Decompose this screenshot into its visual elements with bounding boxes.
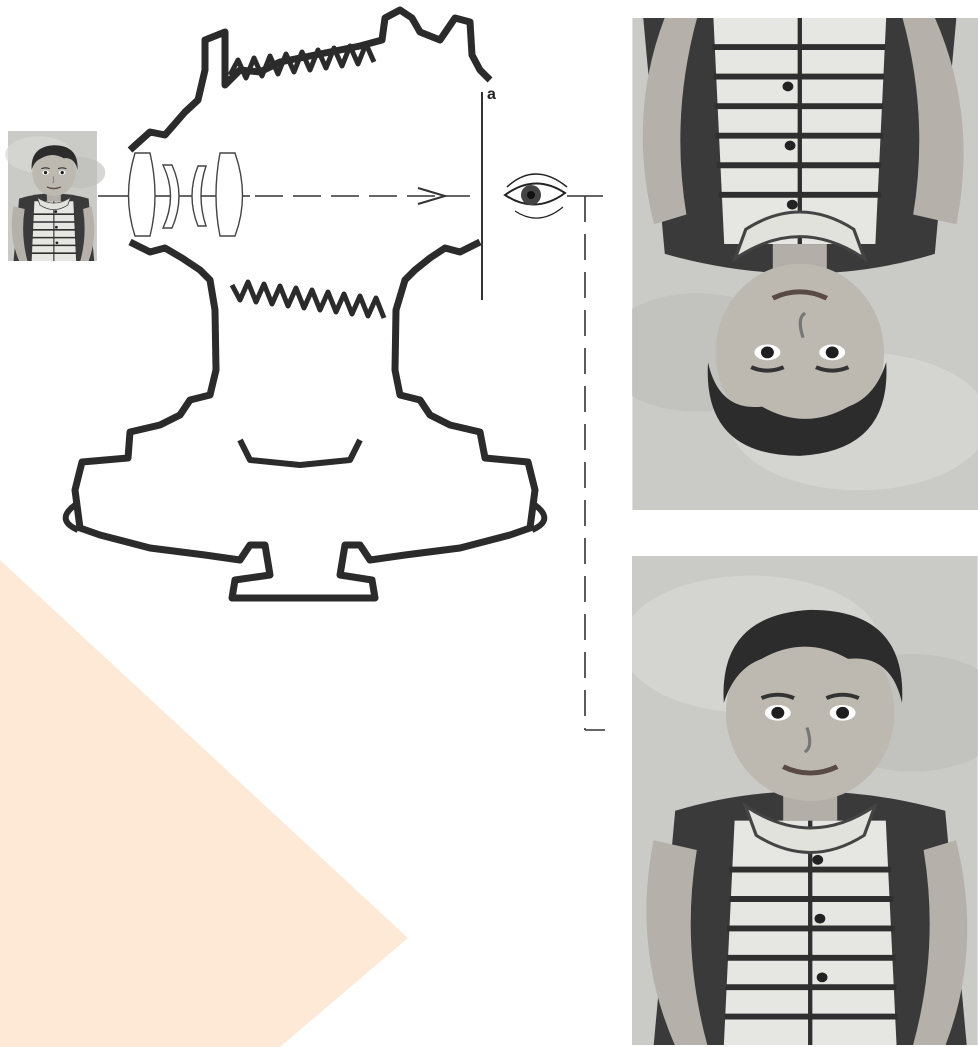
inverted-image bbox=[600, 17, 978, 510]
connector-line bbox=[567, 196, 605, 730]
lens-icon bbox=[129, 153, 243, 236]
camera-outline bbox=[66, 10, 545, 598]
image-plane-label: a bbox=[487, 86, 496, 104]
eye-icon bbox=[505, 174, 567, 218]
corrected-image bbox=[621, 556, 978, 1046]
accent-triangle bbox=[0, 560, 408, 1047]
subject-thumbnail bbox=[5, 131, 105, 261]
